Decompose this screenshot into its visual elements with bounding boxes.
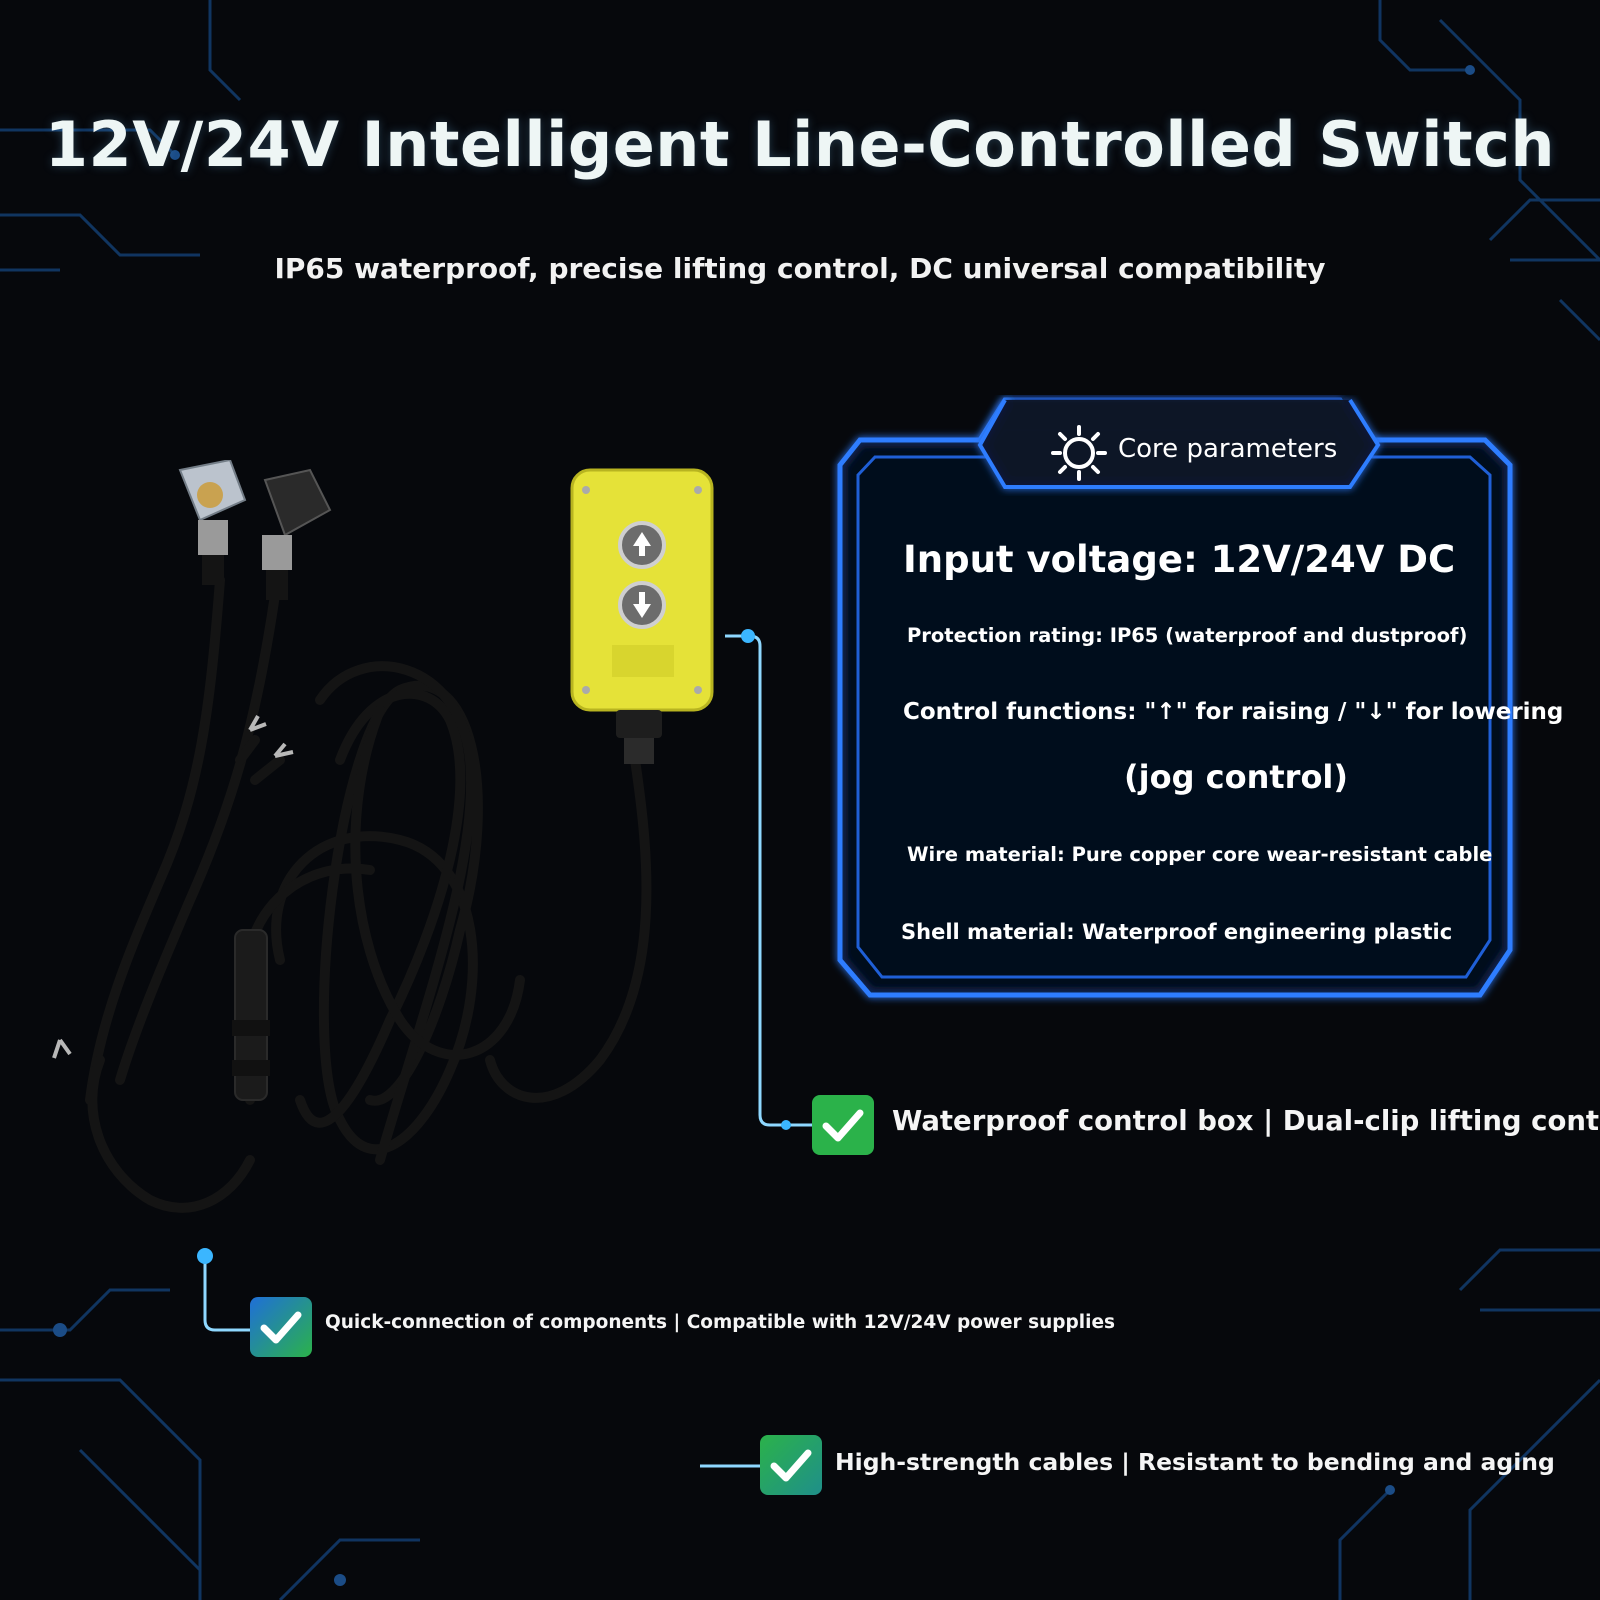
feature-2-check xyxy=(250,1297,312,1357)
feature-3-text: High-strength cables | Resistant to bend… xyxy=(835,1448,1555,1476)
feature-1-check xyxy=(812,1095,874,1155)
gear-sun-icon xyxy=(1051,425,1107,481)
param-wire-material: Wire material: Pure copper core wear-res… xyxy=(907,843,1493,866)
feature-2-text: Quick-connection of components | Compati… xyxy=(325,1312,1116,1333)
param-protection-rating: Protection rating: IP65 (waterproof and … xyxy=(907,624,1468,647)
check-icon xyxy=(770,1449,812,1482)
product-image xyxy=(52,460,714,1213)
feature-3-check xyxy=(760,1435,822,1495)
param-shell-material: Shell material: Waterproof engineering p… xyxy=(901,920,1453,944)
param-jog-control: (jog control) xyxy=(1124,758,1349,796)
param-control-functions: Control functions: "↑" for raising / "↓"… xyxy=(903,699,1564,725)
check-icon xyxy=(260,1311,302,1344)
panel-header: Core parameters xyxy=(1118,434,1338,464)
check-icon xyxy=(822,1109,864,1142)
param-input-voltage: Input voltage: 12V/24V DC xyxy=(903,538,1456,581)
feature-1-text: Waterproof control box | Dual-clip lifti… xyxy=(892,1105,1600,1137)
page-subtitle: IP65 waterproof, precise lifting control… xyxy=(274,252,1326,285)
page-title: 12V/24V Intelligent Line-Controlled Swit… xyxy=(44,108,1556,181)
